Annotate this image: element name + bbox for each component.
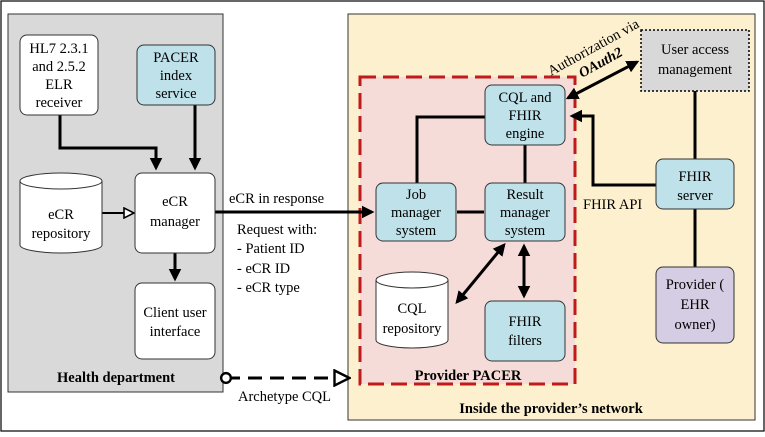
archetype-cql-label: Archetype CQL [238, 389, 331, 405]
provider-line-3: owner) [674, 317, 715, 333]
result-manager-line-2: manager [500, 205, 550, 221]
cql-repository-line-1: CQL [398, 301, 427, 317]
cql-fhir-engine-node: CQL and FHIR engine [484, 84, 566, 146]
hl7-line-1: HL7 2.3.1 [29, 41, 88, 57]
pacer-index-line-2: index [160, 68, 193, 84]
edge-engine-user-access [565, 60, 640, 100]
fhir-api-label: FHIR API [583, 197, 642, 213]
ecr-repository-line-2: repository [32, 226, 92, 242]
edge-hl7-to-ecr-manager [58, 115, 163, 171]
client-ui-line-2: interface [150, 324, 201, 340]
edge-fhir-server-to-engine [569, 109, 656, 187]
fhir-server-line-2: server [677, 188, 713, 204]
fhir-server-node: FHIR server [655, 158, 735, 210]
edge-result-manager-cql-repository [455, 243, 506, 304]
request-patient-id-label: - Patient ID [237, 241, 305, 257]
ecr-repository-line-1: eCR [48, 207, 74, 223]
cql-repository-line-2: repository [383, 321, 443, 337]
engine-line-1: CQL and [498, 90, 552, 106]
result-manager-line-1: Result [506, 187, 543, 203]
ecr-manager-node: eCR manager [134, 172, 216, 254]
engine-line-3: engine [506, 126, 545, 142]
job-manager-system-node: Job manager system [375, 182, 457, 242]
user-access-management-node: User access management [640, 29, 750, 92]
client-user-interface-node: Client user interface [134, 282, 216, 360]
pacer-index-line-1: PACER [153, 50, 199, 66]
result-manager-system-node: Result manager system [484, 182, 566, 242]
result-manager-line-3: system [505, 223, 546, 239]
cql-repository-node: CQL repository [375, 271, 449, 349]
ecr-repository-node: eCR repository [19, 172, 103, 254]
engine-line-2: FHIR [508, 108, 541, 124]
client-ui-line-1: Client user [143, 305, 206, 321]
user-access-line-2: management [658, 62, 732, 78]
provider-ehr-owner-node: Provider ( EHR owner) [655, 266, 735, 344]
job-manager-line-3: system [396, 223, 437, 239]
ecr-in-response-label: eCR in response [229, 191, 324, 207]
job-manager-line-2: manager [391, 205, 441, 221]
request-with-label: Request with: [237, 222, 317, 238]
request-ecr-id-label: - eCR ID [237, 261, 290, 277]
edge-job-manager-to-engine [415, 115, 485, 183]
fhir-filters-line-2: filters [508, 333, 542, 349]
hl7-elr-receiver-node: HL7 2.3.1 and 2.5.2 ELR receiver [19, 34, 99, 116]
fhir-filters-node: FHIR filters [484, 300, 566, 362]
provider-pacer-label: Provider PACER [415, 368, 522, 384]
fhir-filters-line-1: FHIR [508, 314, 541, 330]
hl7-line-4: receiver [36, 95, 83, 111]
ecr-manager-line-2: manager [150, 214, 200, 230]
provider-line-2: EHR [681, 297, 710, 313]
fhir-server-line-1: FHIR [678, 169, 711, 185]
provider-line-1: Provider ( [666, 277, 725, 293]
hl7-line-2: and 2.5.2 [32, 59, 86, 75]
job-manager-line-1: Job [406, 187, 426, 203]
pacer-index-service-node: PACER index service [136, 44, 216, 106]
user-access-line-1: User access [661, 42, 729, 58]
hl7-line-3: ELR [45, 77, 73, 93]
pacer-index-line-3: service [155, 86, 196, 102]
health-department-label: Health department [57, 370, 175, 386]
ecr-manager-line-1: eCR [162, 194, 188, 210]
provider-network-label: Inside the provider’s network [459, 401, 643, 417]
request-ecr-type-label: - eCR type [237, 280, 300, 296]
